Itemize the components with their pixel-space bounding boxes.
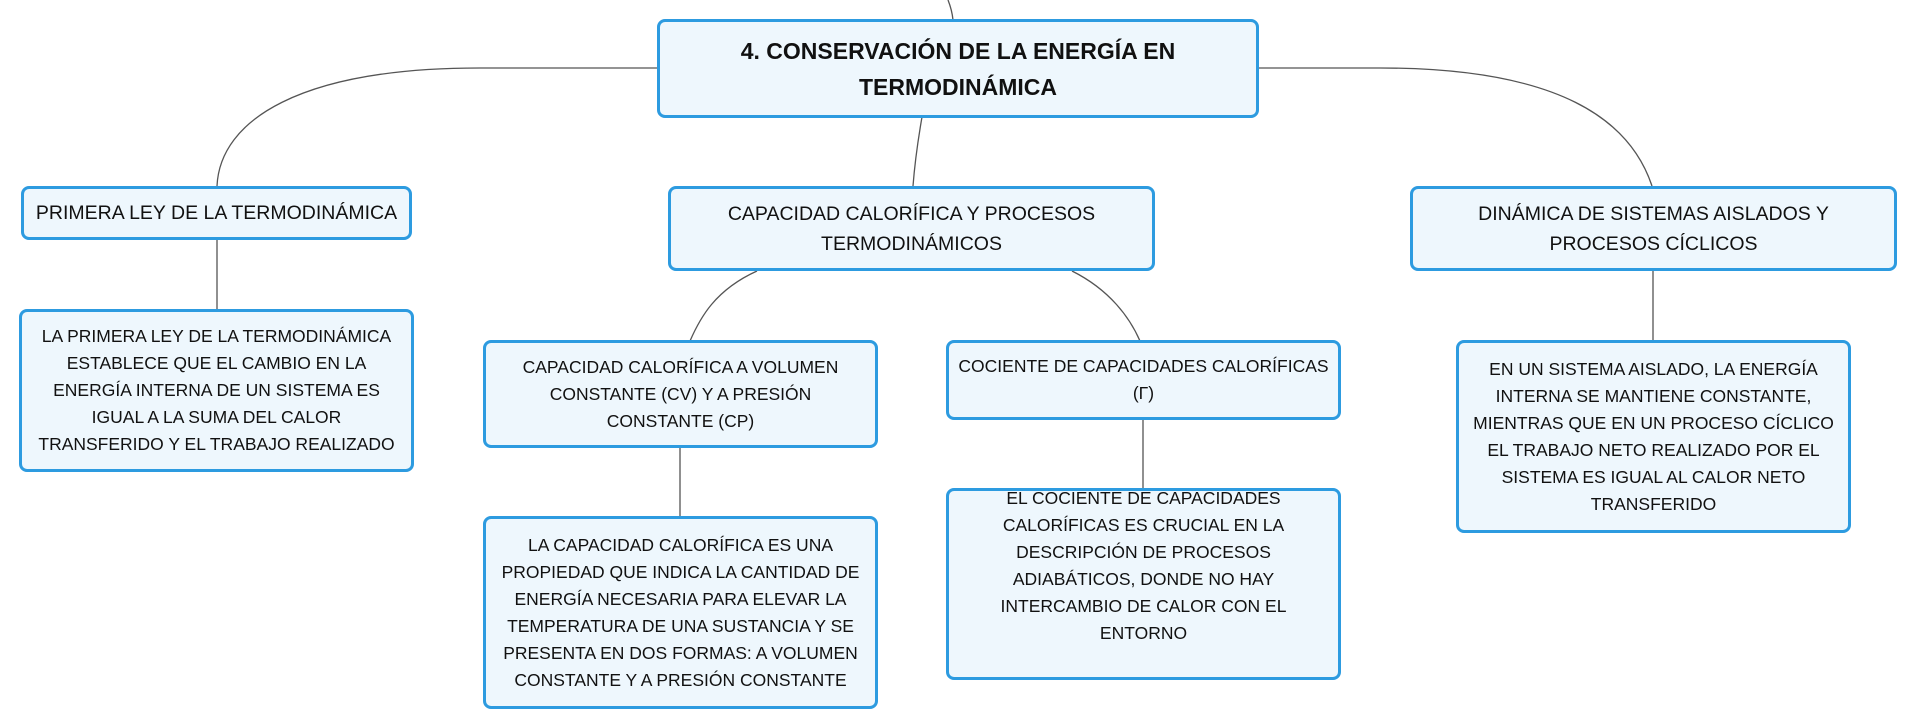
central-topic-node[interactable]: 4. CONSERVACIÓN DE LA ENERGÍA EN TERMODI… xyxy=(657,19,1259,118)
connector-capacidad-to-cociente xyxy=(1071,270,1141,342)
detail-primera-ley[interactable]: LA PRIMERA LEY DE LA TERMODINÁMICA ESTAB… xyxy=(19,309,414,472)
connector-capacidad-to-cv-cp xyxy=(689,270,758,342)
detail-dinamica-sistemas[interactable]: EN UN SISTEMA AISLADO, LA ENERGÍA INTERN… xyxy=(1456,340,1851,533)
topic-primera-ley[interactable]: PRIMERA LEY DE LA TERMODINÁMICA xyxy=(21,186,412,240)
subtopic-cociente-capacidades[interactable]: COCIENTE DE CAPACIDADES CALORÍFICAS (Γ) xyxy=(946,340,1341,420)
topic-capacidad-calorifica-text: CAPACIDAD CALORÍFICA Y PROCESOS TERMODIN… xyxy=(727,202,1096,255)
central-topic-text: 4. CONSERVACIÓN DE LA ENERGÍA EN TERMODI… xyxy=(740,37,1176,100)
detail-dinamica-sistemas-text: EN UN SISTEMA AISLADO, LA ENERGÍA INTERN… xyxy=(1473,358,1834,514)
connector-root-parent xyxy=(947,0,954,21)
detail-cociente-capacidades[interactable]: EL COCIENTE DE CAPACIDADES CALORÍFICAS E… xyxy=(946,488,1341,680)
detail-primera-ley-text: LA PRIMERA LEY DE LA TERMODINÁMICA ESTAB… xyxy=(38,326,395,454)
topic-capacidad-calorifica[interactable]: CAPACIDAD CALORÍFICA Y PROCESOS TERMODIN… xyxy=(668,186,1155,271)
subtopic-cociente-capacidades-text: COCIENTE DE CAPACIDADES CALORÍFICAS (Γ) xyxy=(958,356,1329,403)
subtopic-cv-cp[interactable]: CAPACIDAD CALORÍFICA A VOLUMEN CONSTANTE… xyxy=(483,340,878,448)
detail-cociente-capacidades-text: EL COCIENTE DE CAPACIDADES CALORÍFICAS E… xyxy=(1000,488,1287,643)
detail-cv-cp[interactable]: LA CAPACIDAD CALORÍFICA ES UNA PROPIEDAD… xyxy=(483,516,878,709)
connector-root-to-primera-ley xyxy=(216,67,657,187)
connector-root-to-dinamica xyxy=(1258,67,1653,187)
topic-dinamica-sistemas[interactable]: DINÁMICA DE SISTEMAS AISLADOS Y PROCESOS… xyxy=(1410,186,1897,271)
connector-root-to-capacidad xyxy=(912,116,923,187)
detail-cv-cp-text: LA CAPACIDAD CALORÍFICA ES UNA PROPIEDAD… xyxy=(501,534,860,690)
topic-primera-ley-text: PRIMERA LEY DE LA TERMODINÁMICA xyxy=(35,202,398,224)
subtopic-cv-cp-text: CAPACIDAD CALORÍFICA A VOLUMEN CONSTANTE… xyxy=(522,356,839,431)
topic-dinamica-sistemas-text: DINÁMICA DE SISTEMAS AISLADOS Y PROCESOS… xyxy=(1478,202,1829,255)
